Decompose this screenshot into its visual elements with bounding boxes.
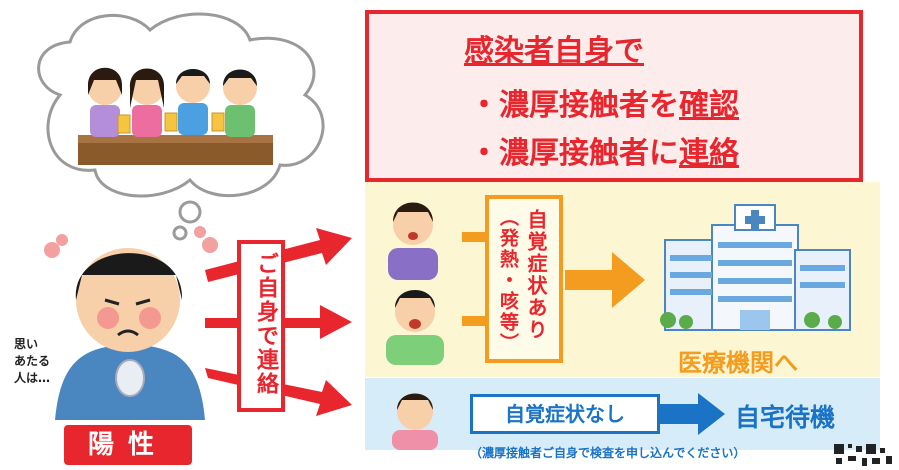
instruction-contact-text: ・濃厚接触者に: [469, 136, 679, 171]
hospital-icon: [660, 204, 851, 331]
test-note: （濃厚接触者ご自身で検査を申し込んでください）: [470, 446, 746, 460]
thought-text: 思い あたる 人は…: [14, 336, 50, 387]
drinking-party-icon: [78, 67, 273, 165]
thought-text-line: あたる: [14, 354, 51, 368]
arrow-icon: [660, 393, 725, 435]
contact-man-icon: [386, 290, 444, 365]
self-contact-box: ご自身で連絡: [237, 240, 285, 412]
instruction-box: 感染者自身で ・濃厚接触者を確認 ・濃厚接触者に連絡: [365, 10, 863, 182]
no-symptom-label: 自覚症状なし: [470, 394, 660, 434]
symptom-box: 自覚症状あり （発熱・咳等）: [485, 195, 563, 363]
connector-icon: [462, 232, 485, 326]
arrow-icon: [565, 252, 645, 308]
instruction-contact: ・濃厚接触者に連絡: [469, 128, 739, 172]
symptom-main-label: 自覚症状あり: [524, 209, 548, 341]
qr-code-icon: [834, 444, 892, 466]
thought-text-line: 思い: [14, 337, 39, 351]
instruction-confirm-text: ・濃厚接触者を: [469, 88, 679, 123]
medical-institution-label: 医療機関へ: [678, 349, 798, 377]
no-symptom-woman-icon: [392, 393, 438, 450]
home-wait-label: 自宅待機: [735, 403, 836, 432]
thought-text-line: 人は…: [14, 371, 51, 385]
instruction-heading: 感染者自身で: [464, 34, 644, 69]
self-contact-label: ご自身で連絡: [253, 252, 278, 396]
symptom-sub-label: （発熱・咳等）: [497, 207, 519, 354]
sick-man-icon: [44, 226, 218, 420]
instruction-contact-emph: 連絡: [679, 136, 739, 171]
positive-badge: 陽性: [64, 425, 192, 465]
instruction-confirm: ・濃厚接触者を確認: [469, 80, 739, 124]
contact-woman-icon: [388, 202, 438, 280]
instruction-confirm-emph: 確認: [679, 88, 739, 123]
